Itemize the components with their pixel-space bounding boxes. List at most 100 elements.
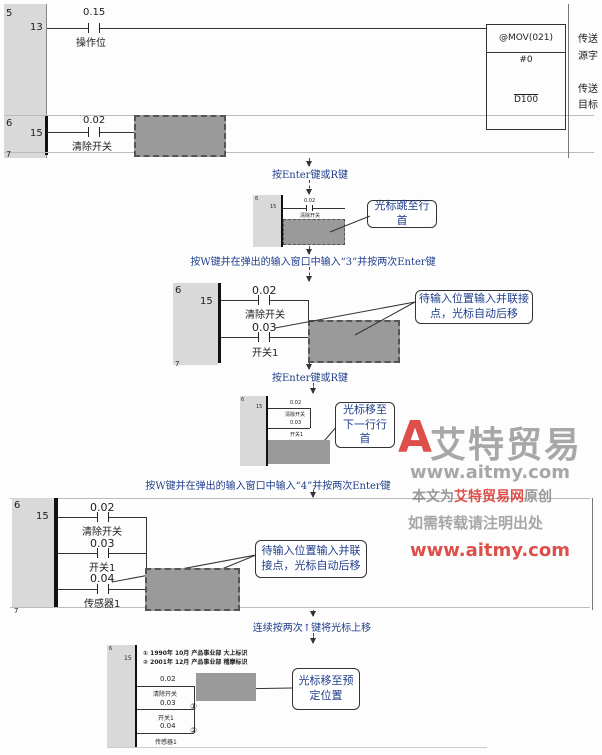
contact-no-icon[interactable] xyxy=(97,512,109,522)
rung-line xyxy=(137,709,194,710)
rung-line xyxy=(268,408,310,409)
row-divider xyxy=(107,747,487,748)
callout: 光标跳至行首 xyxy=(367,199,437,228)
contact-comment: 清除开关 xyxy=(153,691,178,698)
contact-no-icon[interactable] xyxy=(258,332,270,342)
contact-address: 0.02 xyxy=(290,400,302,406)
step-number: 13 xyxy=(30,22,43,33)
contact-comment: 清除开关 xyxy=(245,310,285,321)
row-number: 7 xyxy=(14,607,19,615)
contact-comment: 清除开关 xyxy=(300,213,321,219)
row-divider xyxy=(4,115,594,116)
operand-comment: 目标 xyxy=(578,100,598,111)
watermark-logo-icon: A xyxy=(398,412,433,463)
contact-comment: 操作位 xyxy=(76,38,106,49)
contact-no-icon[interactable] xyxy=(88,127,100,137)
parallel-branch xyxy=(194,686,195,733)
flow-arrow xyxy=(306,158,312,167)
contact-address: 0.02 xyxy=(160,675,176,683)
parallel-branch xyxy=(308,300,309,337)
flow-arrow xyxy=(310,633,316,644)
left-rail xyxy=(46,4,47,158)
step-number: 15 xyxy=(30,128,43,139)
step-label: 连续按两次↑键将光标上移 xyxy=(252,623,372,634)
row-divider xyxy=(10,498,590,499)
contact-address: 0.03 xyxy=(290,420,302,426)
row-number: 6 xyxy=(175,285,182,296)
parallel-branch xyxy=(310,408,311,428)
operand-dest: D100 xyxy=(513,95,539,105)
cursor-highlight[interactable] xyxy=(308,320,400,363)
contact-comment: 清除开关 xyxy=(82,527,122,538)
step-number: 15 xyxy=(124,655,132,662)
selected-rail xyxy=(54,498,58,607)
flow-arrow xyxy=(306,267,312,282)
cursor-highlight[interactable] xyxy=(134,115,226,157)
watermark-original: 本文为艾特贸易网原创 xyxy=(412,486,552,506)
contact-comment: 开关1 xyxy=(158,715,174,722)
cursor-highlight[interactable] xyxy=(145,568,240,611)
rung-line xyxy=(47,28,486,29)
cursor-highlight[interactable] xyxy=(283,219,345,245)
flow-arrow xyxy=(310,610,316,617)
right-rail xyxy=(592,498,593,610)
contact-no-icon[interactable] xyxy=(88,23,100,33)
mov-instruction-block[interactable]: @MOV(021) #0 D100 xyxy=(486,24,566,130)
operand-comment: 源字 xyxy=(578,51,598,62)
rung-line xyxy=(283,208,345,209)
contact-comment: 开关1 xyxy=(290,432,304,438)
flow-arrow xyxy=(306,363,312,370)
step-number: 15 xyxy=(36,511,49,522)
comment-marker: ② xyxy=(190,726,198,735)
row-number-column xyxy=(173,283,218,365)
contact-address: 0.03 xyxy=(160,699,176,707)
step-label: 按W键并在弹出的输入窗口中输入“4”并按两次Enter键 xyxy=(145,481,391,492)
watermark-reprint: 如需转载请注明出处 xyxy=(408,514,544,532)
contact-no-icon[interactable] xyxy=(306,205,313,211)
row-number-column xyxy=(12,498,54,607)
row-number: 6 xyxy=(109,646,113,652)
watermark-text: 艾特贸易网 xyxy=(454,489,524,505)
contact-address: 0.02 xyxy=(304,198,316,204)
step-number: 15 xyxy=(270,204,277,210)
cursor-highlight[interactable] xyxy=(268,440,330,464)
contact-no-icon[interactable] xyxy=(97,548,109,558)
watermark-url: www.aitmy.com xyxy=(410,540,570,561)
contact-address: 0.03 xyxy=(252,321,277,334)
row-divider xyxy=(4,152,594,153)
row-number-column xyxy=(240,396,266,466)
row-number: 6 xyxy=(241,397,245,403)
right-rail xyxy=(568,4,569,158)
contact-comment: 传感器1 xyxy=(155,739,177,746)
rung-comment: ① 1990年 10月 产品事业部 大上标识 xyxy=(143,650,248,657)
rung-line xyxy=(137,733,194,734)
contact-address: 0.02 xyxy=(83,115,106,126)
row-number-column xyxy=(4,4,46,158)
selected-rail xyxy=(266,396,268,466)
cursor-highlight[interactable] xyxy=(196,673,256,701)
step-label: 按W键并在弹出的输入窗口中输入“3”并按两次Enter键 xyxy=(190,257,436,268)
row-number: 6 xyxy=(14,500,21,511)
rung-comment: ② 2001年 12月 产品事业部 稽摩标识 xyxy=(143,659,248,666)
row-divider xyxy=(10,607,590,608)
contact-address: 0.15 xyxy=(83,7,106,18)
step-number: 15 xyxy=(200,296,213,307)
contact-address: 0.02 xyxy=(252,284,277,297)
contact-no-icon[interactable] xyxy=(258,295,270,305)
contact-no-icon[interactable] xyxy=(97,584,109,594)
selected-rail xyxy=(218,283,221,363)
selected-rail xyxy=(135,645,137,747)
step-label: 按Enter键或R键 xyxy=(272,170,348,181)
contact-address: 0.03 xyxy=(90,537,115,550)
parallel-branch xyxy=(146,517,147,589)
callout: 光标移至预定位置 xyxy=(292,668,360,710)
operand-source: #0 xyxy=(519,55,533,65)
flow-arrow xyxy=(310,490,316,498)
contact-comment: 开关1 xyxy=(252,348,279,359)
rung-line xyxy=(137,686,194,687)
contact-comment: 传感器1 xyxy=(84,599,121,610)
selected-rail xyxy=(281,195,283,247)
operand-comment: 传送 xyxy=(578,84,598,95)
watermark-url: www.aitmy.com xyxy=(410,462,570,483)
operand-comment: 传送 xyxy=(578,34,598,45)
